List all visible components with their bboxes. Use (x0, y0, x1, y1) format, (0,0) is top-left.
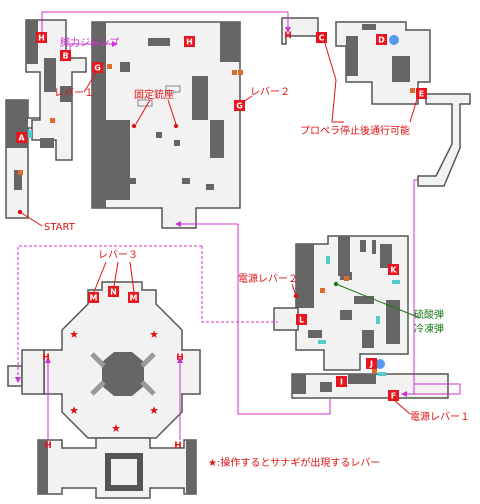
marker-h2: H (186, 38, 193, 47)
ladder-icon: H (284, 31, 292, 41)
marker-l: L (299, 316, 304, 325)
ladder-icon: H (42, 353, 50, 363)
annotation-lines (19, 39, 421, 415)
marker-m1: M (90, 294, 98, 303)
label-start: START (44, 222, 76, 233)
lever-stars: ★ ★ ★ ★ ★ (69, 328, 159, 435)
pipe-corridor (417, 93, 471, 187)
legend-text: ★:操作するとサナギが出現するレバー (208, 456, 380, 469)
marker-e: E (419, 90, 424, 99)
star-icon: ★ (69, 404, 79, 417)
route-lines (15, 11, 461, 440)
star-icon: ★ (149, 328, 159, 341)
star-icon: ★ (149, 404, 159, 417)
label-power-lever1: 電源レバー１ (410, 410, 470, 423)
marker-a: A (18, 134, 25, 143)
label-kakuryoku-jump: 脚力ジャンプ (60, 36, 119, 49)
marker-g1: G (94, 64, 101, 73)
label-power-lever2: 電源レバー２ (238, 272, 298, 285)
room-bottom-chamber (37, 437, 197, 499)
marker-j: J (369, 360, 373, 369)
ladder-icon: H (44, 441, 52, 451)
marker-g2: G (236, 102, 243, 111)
marker-m2: M (130, 294, 138, 303)
label-reitou-dan: 冷凍弾 (414, 322, 444, 335)
room-start-corridor (5, 99, 41, 219)
label-propeller-note: プロペラ停止後通行可能 (300, 124, 410, 137)
marker-d: D (378, 36, 385, 45)
text-labels: 脚力ジャンプ レバー１ レバー２ 固定銃座 プロペラ停止後通行可能 START … (44, 36, 470, 469)
label-lever1: レバー１ (54, 87, 94, 99)
ladder-icon: H (174, 441, 182, 451)
water-marker-d (389, 35, 399, 45)
marker-k: K (390, 266, 397, 275)
location-markers: A B C D E F G G H H I J K L M N M (16, 32, 427, 401)
room-l-stub (273, 307, 299, 331)
ladder-marks: H H H H H (42, 31, 292, 451)
room-b-corridor (25, 19, 87, 161)
marker-f: F (391, 392, 396, 401)
marker-c: C (319, 34, 325, 43)
label-lever3: レバー３ (98, 249, 138, 261)
marker-b: B (62, 52, 68, 61)
ladder-icon: H (176, 353, 184, 363)
room-top-right (281, 17, 431, 105)
label-ryusan-dan: 硫酸弾 (414, 308, 444, 321)
red-dots (17, 123, 339, 299)
room-cross-arena (7, 281, 201, 439)
label-kotei-jukuza: 固定銃座 (134, 88, 174, 101)
marker-h1: H (38, 34, 45, 43)
marker-n: N (110, 288, 117, 297)
room-right-complex (295, 235, 409, 371)
water-marker-j (375, 359, 385, 369)
star-icon: ★ (69, 328, 79, 341)
star-icon: ★ (111, 422, 121, 435)
label-lever2: レバー２ (250, 86, 290, 98)
room-main-hall (91, 21, 241, 229)
door-accents (18, 35, 415, 376)
marker-i: I (340, 378, 343, 387)
